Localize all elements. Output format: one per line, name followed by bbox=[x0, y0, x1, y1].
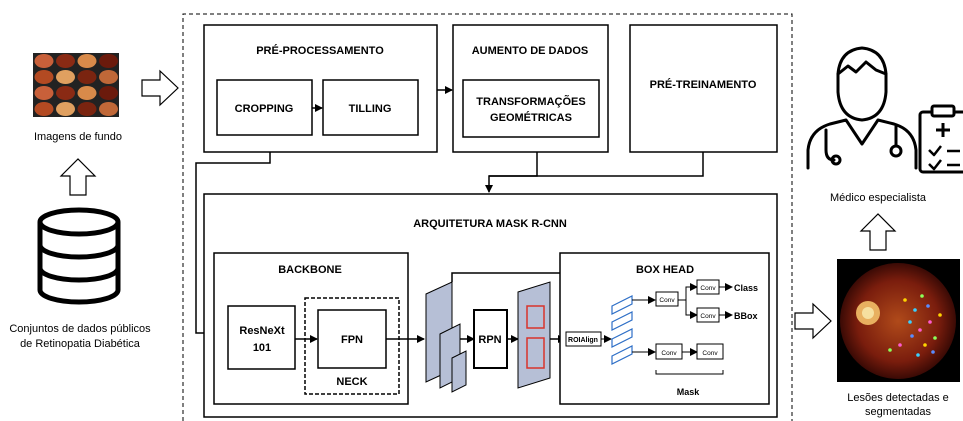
tilling-label: TILLING bbox=[349, 103, 392, 115]
fundus-thumbnail bbox=[99, 86, 118, 100]
lesion-marker bbox=[923, 343, 927, 347]
database-caption-line2: de Retinopatia Diabética bbox=[20, 338, 141, 350]
branch-conv1-down bbox=[685, 300, 698, 319]
fundus-images-caption: Imagens de fundo bbox=[34, 131, 122, 143]
conv-label-bbox: Conv bbox=[700, 313, 716, 320]
hollow-arrow-right-1 bbox=[141, 69, 179, 107]
database-icon bbox=[37, 207, 121, 305]
conv-box-mask-2 bbox=[696, 343, 724, 360]
fundus-thumbnail bbox=[99, 70, 118, 84]
class-output-label: Class bbox=[734, 283, 758, 293]
fundus-thumbnail bbox=[34, 86, 54, 100]
mask-output-label: Mask bbox=[677, 387, 701, 397]
fundus-thumbnail bbox=[77, 86, 97, 100]
hollow-arrow-right-2 bbox=[794, 302, 832, 340]
augmentation-title: AUMENTO DE DADOS bbox=[472, 45, 589, 57]
proposal-feature-map bbox=[517, 281, 551, 389]
fundus-thumbnail bbox=[56, 102, 75, 116]
fundus-thumbnail bbox=[56, 86, 75, 100]
fundus-thumbnail bbox=[77, 102, 97, 116]
fpn-label: FPN bbox=[341, 334, 363, 346]
connector-pretraining-to-architecture bbox=[489, 152, 704, 177]
feature-map-small bbox=[451, 350, 467, 393]
fundus-images-grid bbox=[33, 53, 119, 117]
rpn-box bbox=[473, 309, 508, 369]
connector-augmentation-to-architecture bbox=[485, 152, 538, 193]
bbox-output-label: BBox bbox=[734, 311, 758, 321]
fundus-thumbnail bbox=[99, 102, 118, 116]
preprocessing-title: PRÉ-PROCESSAMENTO bbox=[256, 44, 384, 57]
hollow-arrow-up-right bbox=[859, 213, 897, 251]
boxhead-box bbox=[559, 252, 770, 405]
fpn-box bbox=[317, 309, 387, 369]
resnext-box bbox=[227, 305, 296, 370]
hollow-arrow-up-left bbox=[59, 158, 97, 196]
lesions-caption-line2: segmentadas bbox=[865, 406, 932, 418]
doctor-icon bbox=[806, 46, 918, 170]
geometric-transforms-line1: TRANSFORMAÇÕES bbox=[476, 95, 585, 108]
mask-brace bbox=[655, 370, 724, 375]
resnext-label-line1: ResNeXt bbox=[239, 325, 285, 337]
roi-box-2 bbox=[526, 337, 545, 369]
cropping-box bbox=[216, 79, 313, 136]
lesion-marker bbox=[903, 298, 907, 302]
tilling-box bbox=[322, 79, 419, 136]
lesion-marker bbox=[938, 313, 942, 317]
fundus-thumbnail bbox=[77, 54, 97, 68]
lesion-marker bbox=[920, 294, 924, 298]
roi-box-1 bbox=[526, 305, 545, 329]
fundus-thumbnail bbox=[34, 102, 54, 116]
conv-label-class: Conv bbox=[700, 285, 716, 292]
conv-label-mask-1: Conv bbox=[661, 350, 677, 357]
fundus-thumbnail bbox=[77, 70, 97, 84]
lesion-marker bbox=[910, 334, 914, 338]
lesion-marker bbox=[918, 328, 922, 332]
conv-label-mask-2: Conv bbox=[702, 350, 718, 357]
roi-feature-prisms bbox=[611, 295, 633, 365]
branch-conv1-up bbox=[678, 283, 698, 301]
feature-map-pyramid bbox=[425, 281, 467, 393]
lesion-marker bbox=[913, 308, 917, 312]
pretraining-title: PRÉ-TREINAMENTO bbox=[650, 78, 757, 91]
architecture-title: ARQUITETURA MASK R-CNN bbox=[413, 218, 567, 230]
lesion-marker bbox=[933, 336, 937, 340]
lesion-marker bbox=[928, 320, 932, 324]
fundus-thumbnail bbox=[99, 54, 118, 68]
lesion-marker bbox=[908, 320, 912, 324]
conv-label-1: Conv bbox=[659, 297, 675, 304]
rpn-label: RPN bbox=[478, 334, 501, 346]
database-caption-line1: Conjuntos de dados públicos bbox=[9, 323, 151, 335]
lesion-marker bbox=[898, 343, 902, 347]
geometric-transforms-line2: GEOMÉTRICAS bbox=[490, 111, 572, 124]
lesion-marker bbox=[888, 348, 892, 352]
fundus-thumbnail bbox=[34, 54, 54, 68]
pipeline-dashed-frame bbox=[182, 13, 793, 421]
doctor-caption: Médico especialista bbox=[830, 192, 927, 204]
fundus-thumbnail bbox=[34, 70, 54, 84]
fundus-thumbnail bbox=[56, 54, 75, 68]
lesions-caption-line1: Lesões detectadas e bbox=[847, 392, 949, 404]
backbone-title: BACKBONE bbox=[278, 264, 342, 276]
lesion-marker bbox=[926, 304, 930, 308]
clipboard-icon bbox=[918, 104, 963, 174]
resnext-label-line2: 101 bbox=[253, 342, 271, 354]
fundus-thumbnail bbox=[56, 70, 75, 84]
geometric-transforms-box bbox=[462, 79, 600, 138]
roialign-label: ROIAlign bbox=[568, 337, 598, 344]
neck-label: NECK bbox=[336, 376, 367, 388]
lesion-marker bbox=[931, 350, 935, 354]
cropping-label: CROPPING bbox=[235, 103, 294, 115]
pretraining-box bbox=[629, 24, 778, 153]
lesion-marker bbox=[916, 353, 920, 357]
segmented-fundus-image bbox=[837, 259, 960, 382]
boxhead-title: BOX HEAD bbox=[636, 264, 694, 276]
conv-box-1 bbox=[655, 291, 679, 307]
